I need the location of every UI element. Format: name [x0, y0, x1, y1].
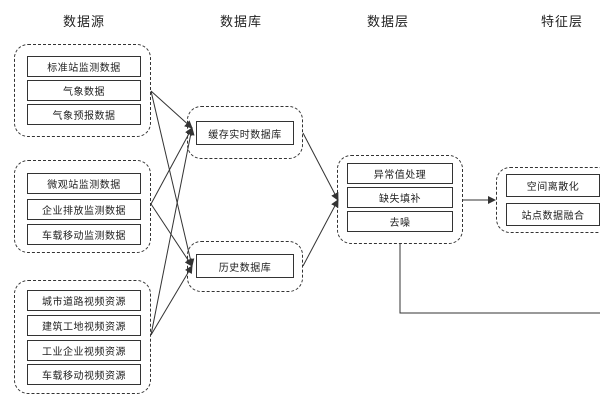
connector-data-layer-feedback — [399, 244, 600, 314]
data-layer-item: 异常值处理 — [347, 163, 453, 184]
source-item: 车载移动监测数据 — [27, 224, 141, 245]
feature-layer-item: 空间离散化 — [506, 174, 600, 197]
source-item: 微观站监测数据 — [27, 173, 141, 194]
database-group-history — [187, 241, 303, 292]
source-item: 车载移动视频资源 — [27, 364, 141, 385]
source-item: 工业企业视频资源 — [27, 340, 141, 361]
header-database: 数据库 — [219, 15, 262, 30]
arrow-source1-to-cache-db — [150, 90, 193, 129]
database-cache-realtime: 缓存实时数据库 — [196, 121, 294, 145]
database-group-cache — [187, 106, 303, 159]
source-item: 气象数据 — [27, 80, 141, 101]
source-group-micro-station — [14, 160, 151, 253]
arrow-source3-to-cache-db — [150, 127, 195, 336]
header-feature-layer: 特征层 — [540, 15, 583, 30]
data-layer-group — [337, 155, 463, 244]
source-item: 建筑工地视频资源 — [27, 315, 141, 336]
source-item: 标准站监测数据 — [27, 56, 141, 77]
data-layer-item: 去噪 — [347, 211, 453, 232]
source-item: 城市道路视频资源 — [27, 290, 141, 311]
database-history: 历史数据库 — [196, 254, 294, 278]
header-data-layer: 数据层 — [366, 15, 409, 30]
header-data-source: 数据源 — [62, 15, 105, 30]
feature-layer-item: 站点数据融合 — [506, 203, 600, 226]
data-layer-item: 缺失填补 — [347, 187, 453, 208]
arrow-source1-to-history-db — [150, 90, 195, 267]
arrow-history-db-to-data-layer — [302, 199, 339, 267]
arrow-cache-db-to-data-layer — [302, 132, 339, 201]
arrow-source3-to-history-db — [150, 265, 193, 336]
feature-layer-group — [496, 167, 600, 233]
arrow-source2-to-cache-db — [150, 127, 193, 205]
source-item: 企业排放监测数据 — [27, 199, 141, 220]
arrow-source2-to-history-db — [150, 203, 193, 267]
source-group-video — [14, 280, 151, 394]
source-item: 气象预报数据 — [27, 104, 141, 125]
source-group-monitoring — [14, 44, 151, 137]
